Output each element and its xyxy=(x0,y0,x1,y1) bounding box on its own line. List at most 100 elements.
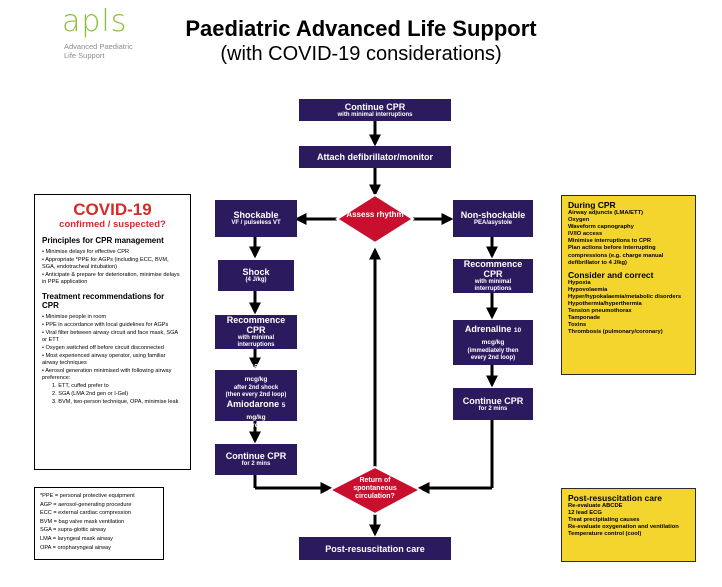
continue-cpr-left-box: Continue CPR for 2 mins xyxy=(215,444,297,475)
consider-item: Hypovolaemia xyxy=(568,286,608,293)
rosc-diamond xyxy=(327,465,423,516)
consider-correct-heading: Consider and correct xyxy=(568,269,654,280)
covid-subtitle: confirmed / suspected? xyxy=(59,219,166,230)
consider-item: Thrombosis (pulmonary/coronary) xyxy=(568,329,663,336)
principles-heading: Principles for CPR management xyxy=(42,236,164,245)
treatment-heading: Treatment recommendations for CPR xyxy=(42,292,165,310)
adrenaline-left-dose: 10 mcg/kg xyxy=(244,364,285,383)
recommence-right-sub: with minimal interruptions xyxy=(474,279,512,292)
continue-left-sub: for 2 mins xyxy=(241,461,271,467)
amiodarone-label: Amiodarone xyxy=(226,399,280,409)
adrenaline-left-sub-2: (then every 2nd loop) xyxy=(225,392,287,398)
non-shockable-label: Non-shockable xyxy=(460,210,526,220)
adrenaline-left-label: Adrenaline xyxy=(227,361,275,371)
treatment-item: • Most experienced airway operator, usin… xyxy=(42,353,166,366)
shock-box: Shock (4 J/kg) xyxy=(218,260,294,291)
during-cpr-item: Plan actions before interrupting compres… xyxy=(568,245,664,266)
during-cpr-item: Airway adjuncts (LMA/ETT) xyxy=(568,210,644,216)
attach-label: Attach defibrillator/monitor xyxy=(316,152,433,162)
treatment-item: • Oxygen switched off before circuit dis… xyxy=(42,345,164,351)
post-resus-item: Treat precipitating causes xyxy=(568,517,640,524)
treatment-item: • Minimise people in room xyxy=(42,314,107,320)
post-resus-panel: Post-resuscitation care Re-evaluate ABCD… xyxy=(561,488,696,562)
adrenaline-left-box: Adrenaline 10 mcg/kg after 2nd shock (th… xyxy=(215,361,297,429)
amiodarone-dose: 5 mg/kg xyxy=(246,402,286,421)
recommence-left-label: Recommence CPR xyxy=(226,315,286,335)
adrenaline-right-sub-1: (immediately then xyxy=(467,347,519,354)
shockable-box: Shockable VF / pulseless VT xyxy=(215,200,297,237)
post-resus-item: Re-evaluate oxygenation and ventilation xyxy=(568,524,679,531)
post-label: Post-resuscitation care xyxy=(325,543,425,554)
treatment-list: • Minimise people in room • PPE in accor… xyxy=(42,314,183,406)
page-title: Paediatric Advanced Life Support xyxy=(185,16,537,41)
continue-cpr-box: Continue CPR with minimal interruptions xyxy=(299,99,451,121)
principle-item: • Minimise delays for effective CPR xyxy=(42,249,130,255)
abbreviation-item: *PPE = personal protective equipment xyxy=(40,493,135,499)
continue-left-label: Continue CPR xyxy=(225,451,287,461)
adrenaline-right-sub-2: every 2nd loop) xyxy=(470,354,516,361)
consider-item: Tamponade xyxy=(568,315,601,322)
airway-pref-item: 2. SGA (LMA 2nd gen or I-Gel) xyxy=(52,391,129,397)
consider-item: Hypoxia xyxy=(568,279,591,286)
during-cpr-heading: During CPR xyxy=(568,200,616,210)
assess-diamond xyxy=(335,193,415,245)
treatment-item: • PPE in accordance with local guideline… xyxy=(42,322,169,328)
abbreviation-item: BVM = bag valve mask ventilation xyxy=(40,518,125,525)
abbreviation-item: SGA = supra-glottic airway xyxy=(40,527,107,534)
continue-cpr-right-box: Continue CPR for 2 mins xyxy=(453,388,533,420)
consider-item: Hyper/hypokalaemia/metabolic disorders xyxy=(568,293,682,300)
non-shockable-box: Non-shockable PEA/asystole xyxy=(453,200,533,237)
principle-item: • Anticipate & prepare for deterioration… xyxy=(42,272,180,285)
attach-defibrillator-box: Attach defibrillator/monitor xyxy=(299,146,451,168)
logo-sub-line-1: Advanced Paediatric xyxy=(64,42,133,51)
shock-label: Shock xyxy=(242,267,270,277)
during-cpr-item: Waveform capnography xyxy=(568,224,634,231)
continue-right-label: Continue CPR xyxy=(462,395,524,406)
consider-item: Hypothermia/hyperthermia xyxy=(568,301,642,308)
apls-logo: apls xyxy=(62,4,128,39)
recommence-cpr-left-box: Recommence CPR with minimal interruption… xyxy=(215,315,297,349)
principles-list: • Minimise delays for effective CPR • Ap… xyxy=(42,249,183,286)
covid-title: COVID-19 xyxy=(73,200,152,219)
treatment-item: • Aerosol generation minimised with foll… xyxy=(42,368,172,381)
during-cpr-panel: During CPR Airway adjuncts (LMA/ETT) Oxy… xyxy=(561,195,696,375)
post-resus-heading: Post-resuscitation care xyxy=(568,493,663,503)
airway-pref-item: 1. ETT, cuffed prefer to xyxy=(52,383,109,389)
post-resus-item: Temperature control (cool) xyxy=(568,531,642,538)
logo-sub-line-2: Life Support xyxy=(64,51,105,60)
adrenaline-right-box: Adrenaline 10 mcg/kg (immediately then e… xyxy=(453,320,533,365)
continue-right-sub: for 2 mins xyxy=(478,405,508,412)
shockable-label: Shockable xyxy=(233,210,279,220)
airway-pref-item: 3. BVM, two-person technique, OPA, minim… xyxy=(52,399,179,405)
principle-item: • Appropriate *PPE for AGPs (including E… xyxy=(42,257,169,270)
amiodarone-sub: after 3rd shock xyxy=(234,423,278,429)
abbreviation-item: LMA = laryngeal mask airway xyxy=(40,535,113,542)
abbreviation-item: ECC = external cardiac compression xyxy=(40,510,131,517)
assess-rhythm-text: Assess rhythm xyxy=(346,210,404,219)
recommence-right-label: Recommence CPR xyxy=(463,259,523,279)
covid-panel: COVID-19 confirmed / suspected? Principl… xyxy=(34,194,191,470)
during-cpr-item: Minimise interruptions to CPR xyxy=(568,238,652,245)
abbreviation-item: OPA = oropharyngeal airway xyxy=(40,544,111,551)
post-resus-item: 12 lead ECG xyxy=(568,510,602,517)
recommence-cpr-right-box: Recommence CPR with minimal interruption… xyxy=(453,259,533,293)
adrenaline-right-dose: 10 mcg/kg xyxy=(481,326,522,346)
abbreviation-item: AGP = aerosol-generating procedure xyxy=(40,501,132,508)
abbreviations-panel: *PPE = personal protective equipment AGP… xyxy=(34,487,164,560)
post-resus-item: Re-evaluate ABCDE xyxy=(568,503,623,509)
adrenaline-left-sub-1: after 2nd shock xyxy=(233,385,279,391)
during-cpr-item: Oxygen xyxy=(568,217,590,224)
shock-sub: (4 J/kg) xyxy=(245,277,267,283)
page-subtitle: (with COVID-19 considerations) xyxy=(220,43,502,65)
consider-item: Toxins xyxy=(568,322,587,329)
rosc-text: Return of spontaneous circulation? xyxy=(353,477,397,500)
non-shockable-sub: PEA/asystole xyxy=(473,220,513,226)
recommence-left-sub: with minimal interruptions xyxy=(237,335,275,348)
continue-cpr-sub: with minimal interruptions xyxy=(337,111,413,118)
during-cpr-item: IV/IO access xyxy=(568,231,603,238)
continue-cpr-label: Continue CPR xyxy=(344,101,406,112)
consider-item: Tension pneumothorax xyxy=(568,308,632,315)
logo-subtitle: Advanced Paediatric Life Support xyxy=(64,42,133,60)
treatment-item: • Viral filter between airway circuit an… xyxy=(42,330,178,343)
